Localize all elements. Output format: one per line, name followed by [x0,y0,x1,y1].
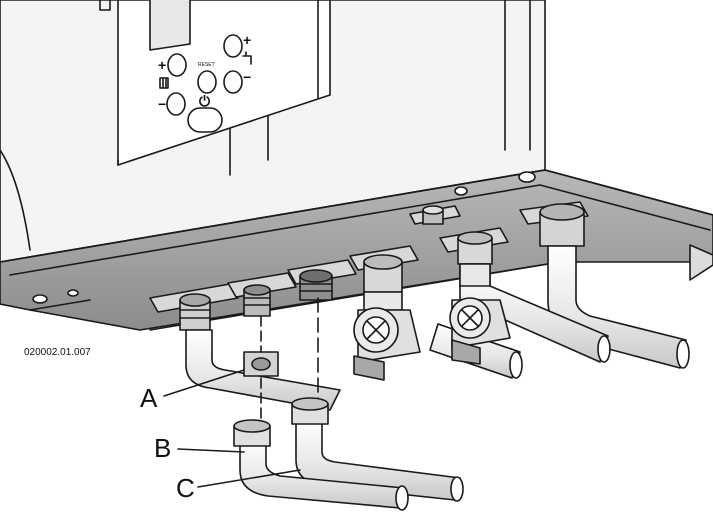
right-pipe [547,245,690,369]
lower-pipe-assembly [233,297,464,511]
power-button[interactable]: ⏻ [187,93,223,133]
panel-buttons: + − RESET ⏻ + − [158,32,252,133]
fitting-nut-5 [457,231,493,265]
left-pipe-assembly [185,315,341,411]
fitting-nut-3 [299,269,333,301]
heating-minus-symbol: − [158,96,166,112]
figure-reference-code: 020002.01.007 [24,347,91,358]
hotwater-plus-symbol: + [243,32,251,48]
fitting-nut-6 [539,203,585,247]
mounting-hole-right [518,171,536,183]
callout-a-label: A [140,383,158,413]
fitting-nut-1 [179,293,211,331]
tap-icon [242,51,252,65]
isolating-valve-middle [353,291,421,381]
isolating-valve-right [449,263,511,365]
hotwater-minus-symbol: − [243,69,251,85]
fitting-nut-2 [243,284,271,317]
power-icon: ⏻ [199,93,210,109]
fitting-nut-4 [363,254,403,293]
mounting-hole-left-inner [67,289,79,297]
mounting-hole-center [454,186,468,196]
callout-leaders [163,369,301,488]
heating-plus-symbol: + [158,57,166,73]
gas-inlet-fitting [422,205,444,225]
hotwater-minus-button[interactable]: − [223,69,251,94]
radiator-icon [159,77,169,89]
heating-plus-button[interactable]: + [158,53,187,77]
hotwater-plus-button[interactable]: + [223,32,251,58]
heating-minus-button[interactable]: − [158,92,186,116]
mounting-hole-left [32,294,48,304]
reset-button[interactable]: RESET [197,62,217,94]
reset-label: RESET [198,62,215,68]
callout-b-label: B [154,433,171,463]
callout-c-label: C [176,473,195,503]
